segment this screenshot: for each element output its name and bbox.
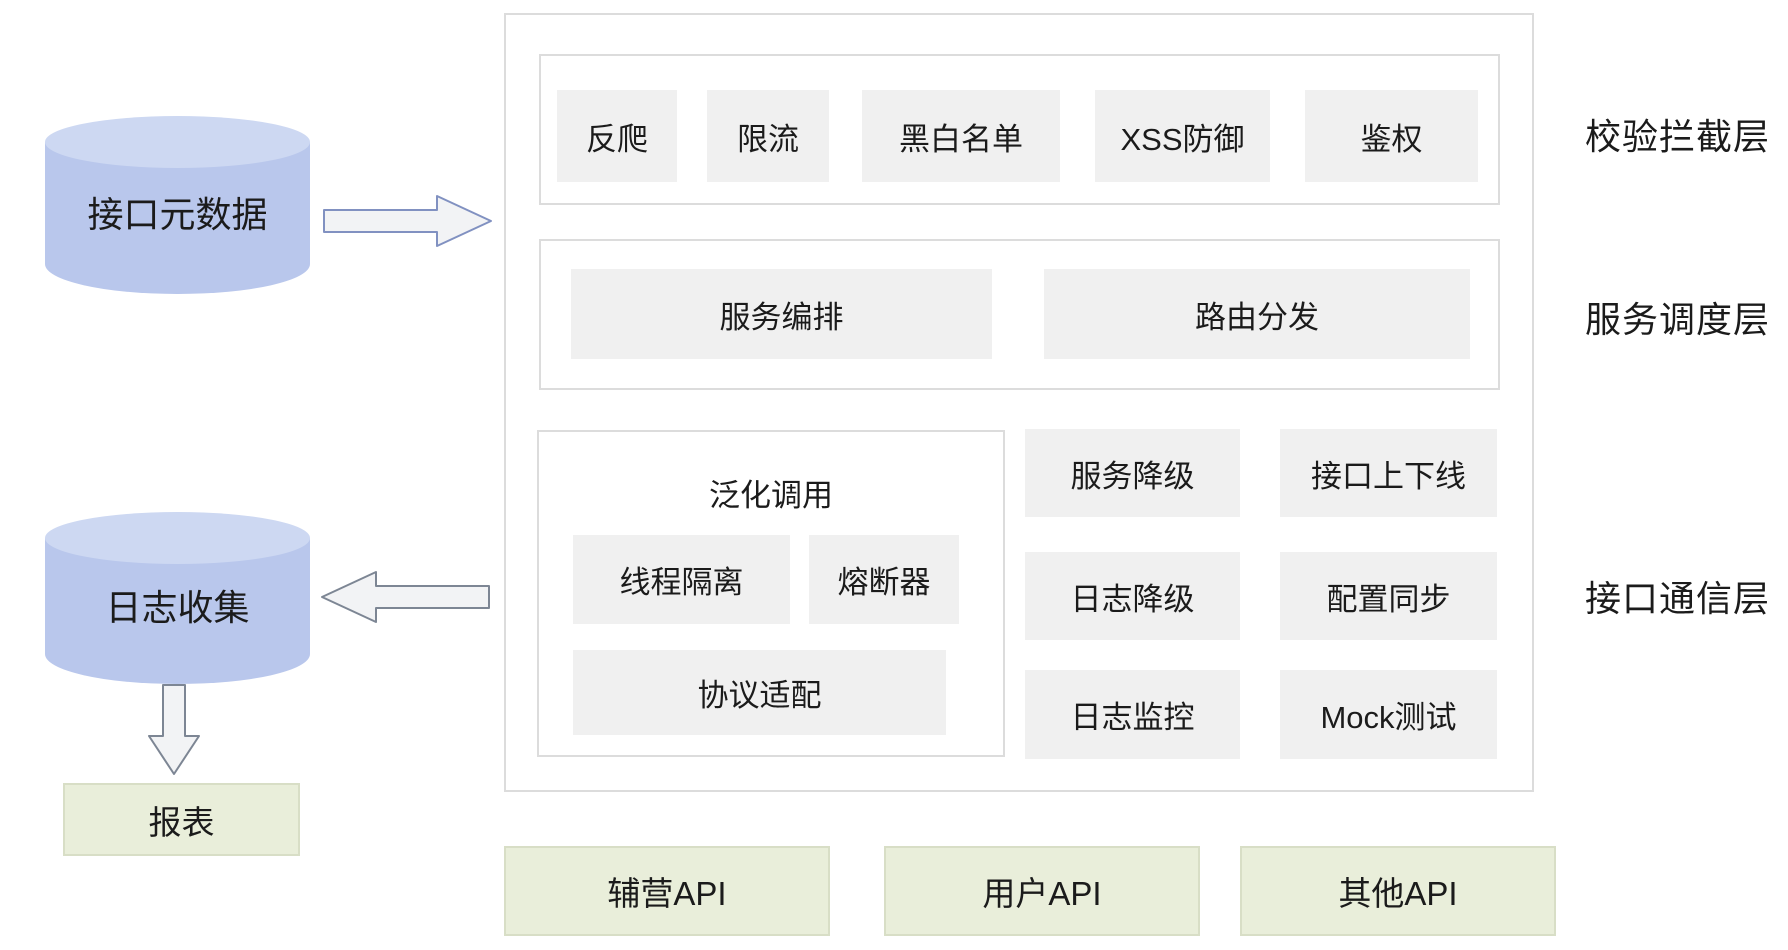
datastore-api-metadata: 接口元数据 (45, 116, 310, 294)
report-box: 报表 (63, 783, 300, 856)
api-box-user: 用户API (884, 846, 1200, 936)
arrow-gateway-to-logs-icon (321, 571, 490, 623)
tile-protocol-adaptation: 协议适配 (573, 650, 946, 735)
tile-interface-online-offline: 接口上下线 (1280, 429, 1497, 517)
api-box-other: 其他API (1240, 846, 1556, 936)
tile-rate-limit: 限流 (707, 90, 829, 182)
layer-label-scheduling: 服务调度层 (1585, 299, 1771, 340)
datastore-api-metadata-label: 接口元数据 (87, 194, 268, 236)
datastore-log-collect: 日志收集 (45, 512, 310, 684)
tile-xss-defense: XSS防御 (1095, 90, 1270, 182)
tile-log-monitoring: 日志监控 (1025, 670, 1240, 759)
generic-call-group: 泛化调用 线程隔离 熔断器 协议适配 (537, 430, 1005, 757)
cylinder-top (45, 116, 310, 168)
arrow-metadata-to-gateway-icon (323, 195, 492, 247)
tile-thread-isolation: 线程隔离 (573, 535, 790, 624)
gateway-panel: 反爬 限流 黑白名单 XSS防御 鉴权 服务编排 路由分发 泛化调用 线程隔离 … (504, 13, 1534, 792)
generic-call-title: 泛化调用 (709, 478, 833, 513)
tile-log-degradation: 日志降级 (1025, 552, 1240, 640)
tile-blacklist-whitelist: 黑白名单 (862, 90, 1060, 182)
arrow-logs-to-report-icon (148, 684, 200, 775)
tile-config-sync: 配置同步 (1280, 552, 1497, 640)
datastore-log-collect-label: 日志收集 (105, 586, 250, 628)
tile-service-degradation: 服务降级 (1025, 429, 1240, 517)
layer-label-interception: 校验拦截层 (1585, 116, 1771, 157)
cylinder-top (45, 512, 310, 564)
tile-route-dispatch: 路由分发 (1044, 269, 1470, 359)
layer-label-communication: 接口通信层 (1585, 578, 1771, 619)
tile-anti-crawler: 反爬 (557, 90, 677, 182)
tile-auth: 鉴权 (1305, 90, 1478, 182)
tile-circuit-breaker: 熔断器 (809, 535, 959, 624)
tile-service-orchestration: 服务编排 (571, 269, 992, 359)
tile-mock-testing: Mock测试 (1280, 670, 1497, 759)
api-box-auxiliary: 辅营API (504, 846, 830, 936)
